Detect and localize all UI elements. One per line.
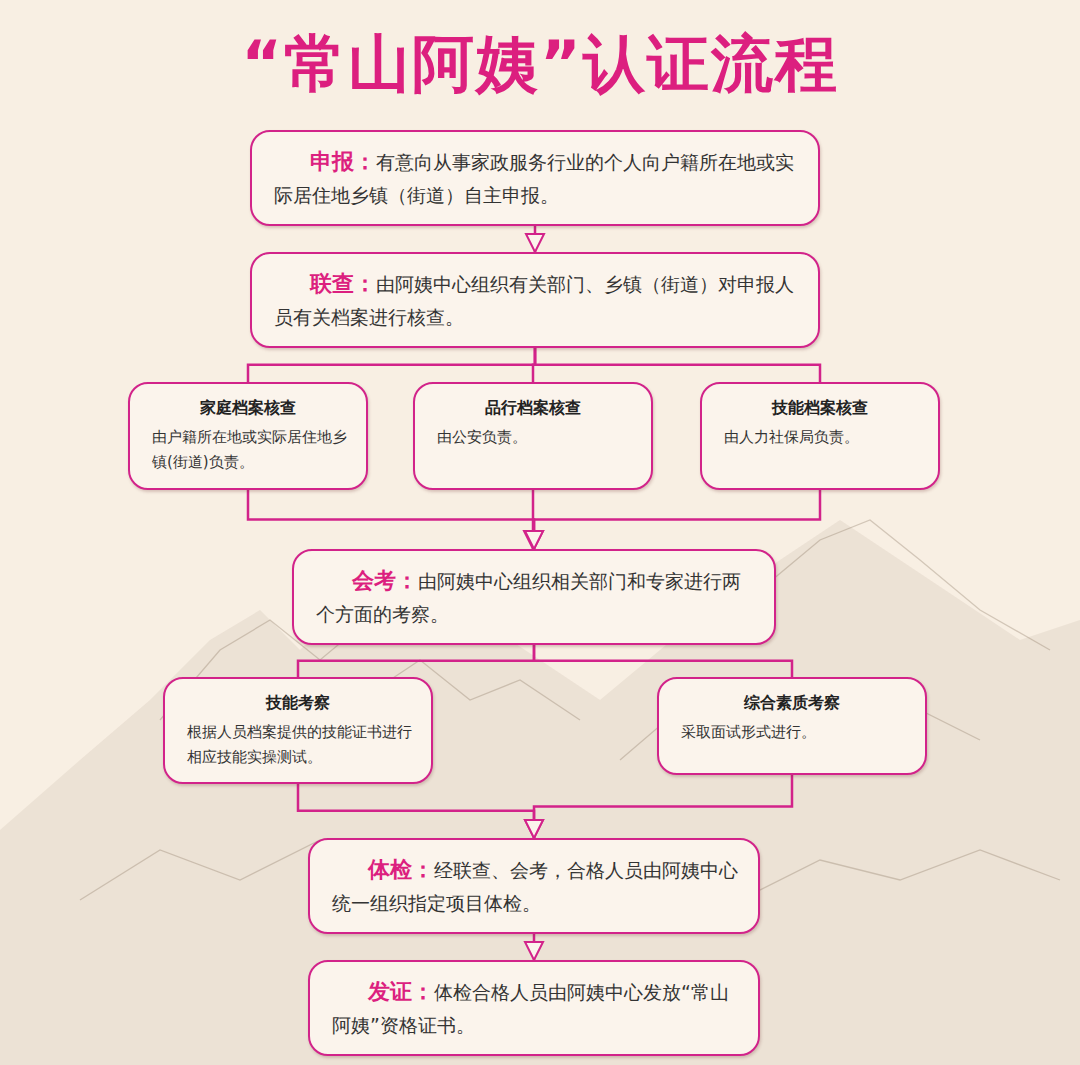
sub-process-box: 家庭档案核查由户籍所在地或实际居住地乡镇(街道)负责。 — [128, 382, 368, 490]
flow-connector — [534, 775, 792, 838]
flow-connector — [298, 645, 534, 677]
flow-connector — [248, 490, 534, 549]
step-heading: 家庭档案核查 — [144, 398, 352, 419]
flow-connector — [534, 490, 820, 549]
step-heading: 技能档案核查 — [716, 398, 924, 419]
step-heading: 品行档案核查 — [429, 398, 637, 419]
step-description: 由公安负责。 — [429, 425, 637, 450]
step-description: 根据人员档案提供的技能证书进行相应技能实操测试。 — [179, 720, 417, 770]
sub-process-box: 综合素质考察采取面试形式进行。 — [657, 677, 927, 775]
flow-connector — [533, 934, 536, 960]
step-heading: 综合素质考察 — [673, 693, 911, 714]
step-heading: 会考： — [316, 568, 418, 593]
flow-connector — [248, 348, 535, 382]
process-box: 申报：有意向从事家政服务行业的个人向户籍所在地或实际居住地乡镇（街道）自主申报。 — [250, 130, 820, 226]
step-description: 采取面试形式进行。 — [673, 720, 911, 745]
flow-connector — [534, 645, 792, 677]
process-box: 会考：由阿姨中心组织相关部门和专家进行两个方面的考察。 — [292, 549, 776, 645]
sub-process-box: 品行档案核查由公安负责。 — [413, 382, 653, 490]
mountain-range — [0, 520, 1080, 1065]
process-box: 体检：经联查、会考，合格人员由阿姨中心统一组织指定项目体检。 — [308, 838, 760, 934]
step-heading: 联查： — [274, 271, 376, 296]
flow-connector — [534, 226, 537, 252]
sub-process-box: 技能考察根据人员档案提供的技能证书进行相应技能实操测试。 — [163, 677, 433, 784]
diagram-title: “常山阿姨”认证流程 — [0, 22, 1080, 106]
sub-process-box: 技能档案核查由人力社保局负责。 — [700, 382, 940, 490]
process-box: 联查：由阿姨中心组织有关部门、乡镇（街道）对申报人员有关档案进行核查。 — [250, 252, 820, 348]
step-heading: 体检： — [332, 857, 434, 882]
flow-connector — [298, 784, 534, 839]
process-box: 发证：体检合格人员由阿姨中心发放“常山阿姨”资格证书。 — [308, 960, 760, 1056]
step-heading: 申报： — [274, 149, 376, 174]
step-heading: 技能考察 — [179, 693, 417, 714]
step-heading: 发证： — [332, 979, 434, 1004]
step-description: 由人力社保局负责。 — [716, 425, 924, 450]
flow-connector — [535, 348, 820, 382]
step-description: 由户籍所在地或实际居住地乡镇(街道)负责。 — [144, 425, 352, 475]
